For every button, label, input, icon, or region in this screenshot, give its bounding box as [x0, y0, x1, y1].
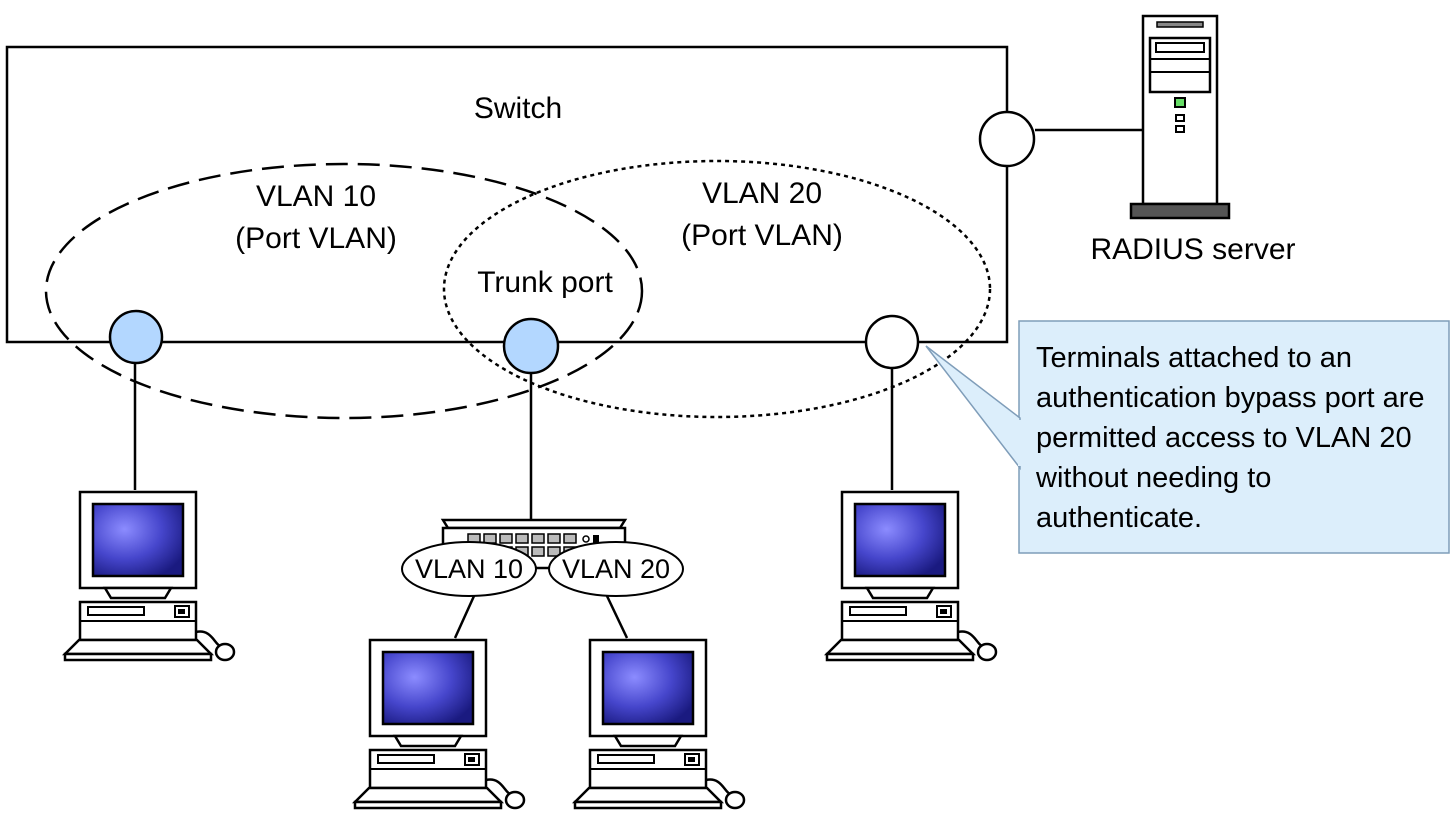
vlan20-title: VLAN 20 [702, 177, 822, 210]
callout-text: Terminals attached to an authentication … [1036, 342, 1425, 534]
pc-bypass-icon [825, 490, 998, 662]
vlan10-subtitle: (Port VLAN) [235, 222, 397, 255]
hub-vlan20-oval [548, 541, 684, 597]
callout-pointer [925, 345, 1021, 471]
vlan20-subtitle: (Port VLAN) [681, 219, 843, 252]
link-hub-vlan20-pc [605, 595, 629, 639]
vlan10-region [44, 162, 644, 420]
pc-hub-vlan20-icon [573, 638, 746, 810]
vlan20-region [442, 159, 992, 419]
switch-label: Switch [474, 92, 562, 125]
hub-vlan10-label: VLAN 10 [415, 554, 523, 584]
radius-port [978, 110, 1036, 168]
auth-bypass-port [864, 314, 920, 370]
trunk-port [502, 317, 560, 375]
pc-hub-vlan10-icon [353, 638, 526, 810]
radius-server-label: RADIUS server [1090, 233, 1295, 266]
trunk-port-label: Trunk port [477, 266, 613, 299]
pc-vlan10-icon [63, 490, 236, 662]
radius-server-icon [1129, 14, 1231, 220]
hub-vlan20-label: VLAN 20 [562, 554, 670, 584]
link-hub-vlan10-pc [453, 595, 476, 639]
port-vlan10 [108, 309, 164, 365]
vlan10-title: VLAN 10 [256, 180, 376, 213]
hub-vlan10-oval [401, 541, 537, 597]
